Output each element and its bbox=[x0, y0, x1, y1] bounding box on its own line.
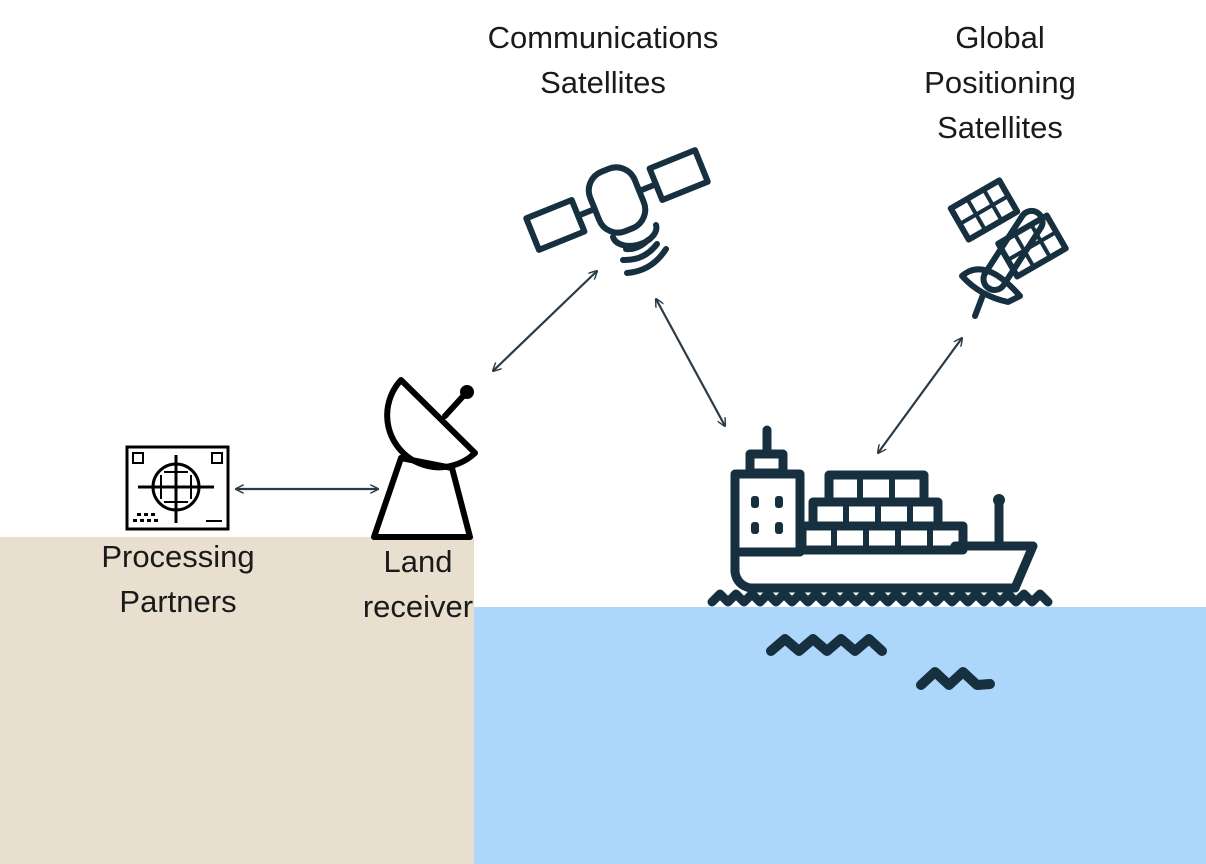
label-line: Satellites bbox=[540, 65, 666, 100]
arrow-commsat-ship bbox=[656, 299, 725, 426]
communications-satellite-icon bbox=[523, 147, 711, 276]
label-line: Land bbox=[383, 544, 453, 579]
wave-icon bbox=[707, 589, 1053, 607]
land-area bbox=[0, 537, 474, 864]
label-line: Global bbox=[955, 20, 1045, 55]
label-line: Positioning bbox=[924, 65, 1076, 100]
processing-partners-icon bbox=[125, 445, 230, 531]
sea-waves bbox=[766, 634, 995, 690]
label-line: receiver bbox=[362, 589, 474, 624]
label-line: Satellites bbox=[937, 110, 1063, 145]
sea-area bbox=[474, 607, 1206, 864]
wave-icon bbox=[916, 667, 995, 690]
land-receiver-label: Land receiver bbox=[348, 539, 488, 629]
processing-partners-label: Processing Partners bbox=[78, 534, 278, 624]
label-line: Partners bbox=[119, 584, 237, 619]
link-arrows bbox=[236, 271, 962, 489]
arrow-ship-gpssat bbox=[878, 338, 962, 453]
arrow-receiver-commsat bbox=[493, 271, 597, 371]
land-receiver-dish-icon bbox=[371, 377, 478, 540]
gps-satellites-label: Global Positioning Satellites bbox=[880, 15, 1120, 150]
label-line: Processing bbox=[101, 539, 255, 574]
gps-satellite-icon bbox=[947, 177, 1069, 319]
cargo-ship-icon bbox=[707, 425, 1053, 607]
label-line: Communications bbox=[487, 20, 719, 55]
communications-satellites-label: Communications Satellites bbox=[453, 15, 753, 105]
wave-icon bbox=[766, 634, 887, 656]
